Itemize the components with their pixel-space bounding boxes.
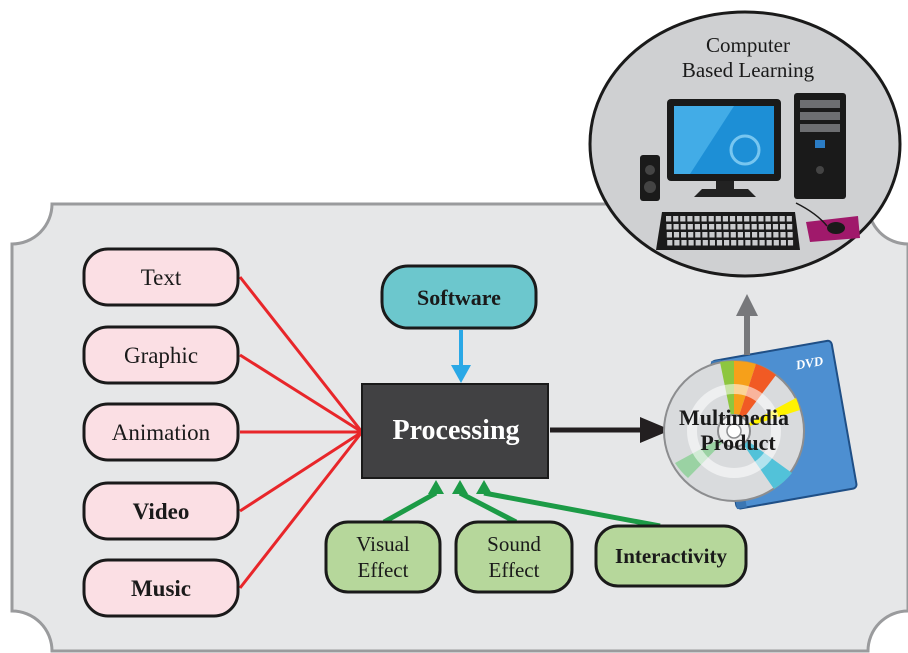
processing-box bbox=[361, 383, 549, 479]
input-connector-line bbox=[239, 430, 363, 513]
effect-label: Effect bbox=[489, 558, 540, 582]
output-label-line2: Based Learning bbox=[682, 58, 815, 82]
software-arrow-head bbox=[451, 365, 471, 383]
input-node: Video bbox=[82, 481, 240, 541]
input-box bbox=[82, 481, 240, 541]
input-label: Graphic bbox=[124, 343, 198, 368]
computer-based-learning: Computer Based Learning bbox=[588, 10, 902, 278]
effect-label: Sound bbox=[487, 532, 541, 556]
effect-label: Effect bbox=[358, 558, 409, 582]
input-box bbox=[82, 402, 240, 462]
input-connector-line bbox=[238, 431, 364, 589]
input-node: Text bbox=[82, 247, 240, 307]
effect-arrow-head bbox=[452, 480, 468, 494]
dvd-label: DVD bbox=[794, 353, 825, 373]
output-label-line1: Computer bbox=[706, 33, 790, 57]
effect-node: Interactivity bbox=[594, 524, 748, 588]
effect-arrow-head bbox=[428, 480, 444, 494]
effect-connector-lines bbox=[382, 480, 661, 529]
software-box bbox=[380, 264, 538, 330]
output-arrow-head bbox=[736, 294, 758, 316]
keyboard-icon bbox=[656, 212, 800, 250]
software-label: Software bbox=[417, 285, 501, 310]
effect-connector-line bbox=[483, 490, 661, 529]
product-label-line1: Multimedia bbox=[679, 405, 789, 430]
input-label: Video bbox=[133, 499, 190, 524]
software-node: Software bbox=[380, 264, 538, 330]
effect-arrow-head bbox=[476, 480, 492, 494]
processing-node: Processing bbox=[361, 383, 549, 479]
dvd-disc-icon bbox=[663, 360, 805, 502]
input-node: Music bbox=[82, 558, 240, 618]
input-connector-lines bbox=[238, 276, 364, 589]
monitor-icon bbox=[667, 99, 781, 197]
effect-connector-line bbox=[458, 490, 518, 525]
input-connector-line bbox=[238, 276, 364, 433]
effect-box bbox=[324, 520, 442, 594]
input-node: Animation bbox=[82, 402, 240, 462]
input-box bbox=[82, 247, 240, 307]
processing-label: Processing bbox=[392, 415, 519, 446]
effect-label: Interactivity bbox=[615, 544, 727, 568]
input-label: Text bbox=[141, 265, 182, 290]
effect-box bbox=[594, 524, 748, 588]
input-label: Music bbox=[131, 576, 191, 601]
pc-tower-icon bbox=[794, 93, 846, 199]
effect-label: Visual bbox=[356, 532, 410, 556]
input-node: Graphic bbox=[82, 325, 240, 385]
effect-box bbox=[454, 520, 574, 594]
product-label-line2: Product bbox=[700, 430, 776, 455]
product-arrow-head bbox=[640, 417, 671, 443]
input-box bbox=[82, 325, 240, 385]
input-box bbox=[82, 558, 240, 618]
multimedia-product: DVD Multimedia Product bbox=[663, 339, 858, 510]
input-connector-line bbox=[239, 353, 363, 434]
mouse-icon bbox=[795, 202, 860, 242]
speaker-icon bbox=[640, 155, 660, 201]
effect-connector-line bbox=[382, 490, 438, 525]
input-label: Animation bbox=[112, 420, 211, 445]
